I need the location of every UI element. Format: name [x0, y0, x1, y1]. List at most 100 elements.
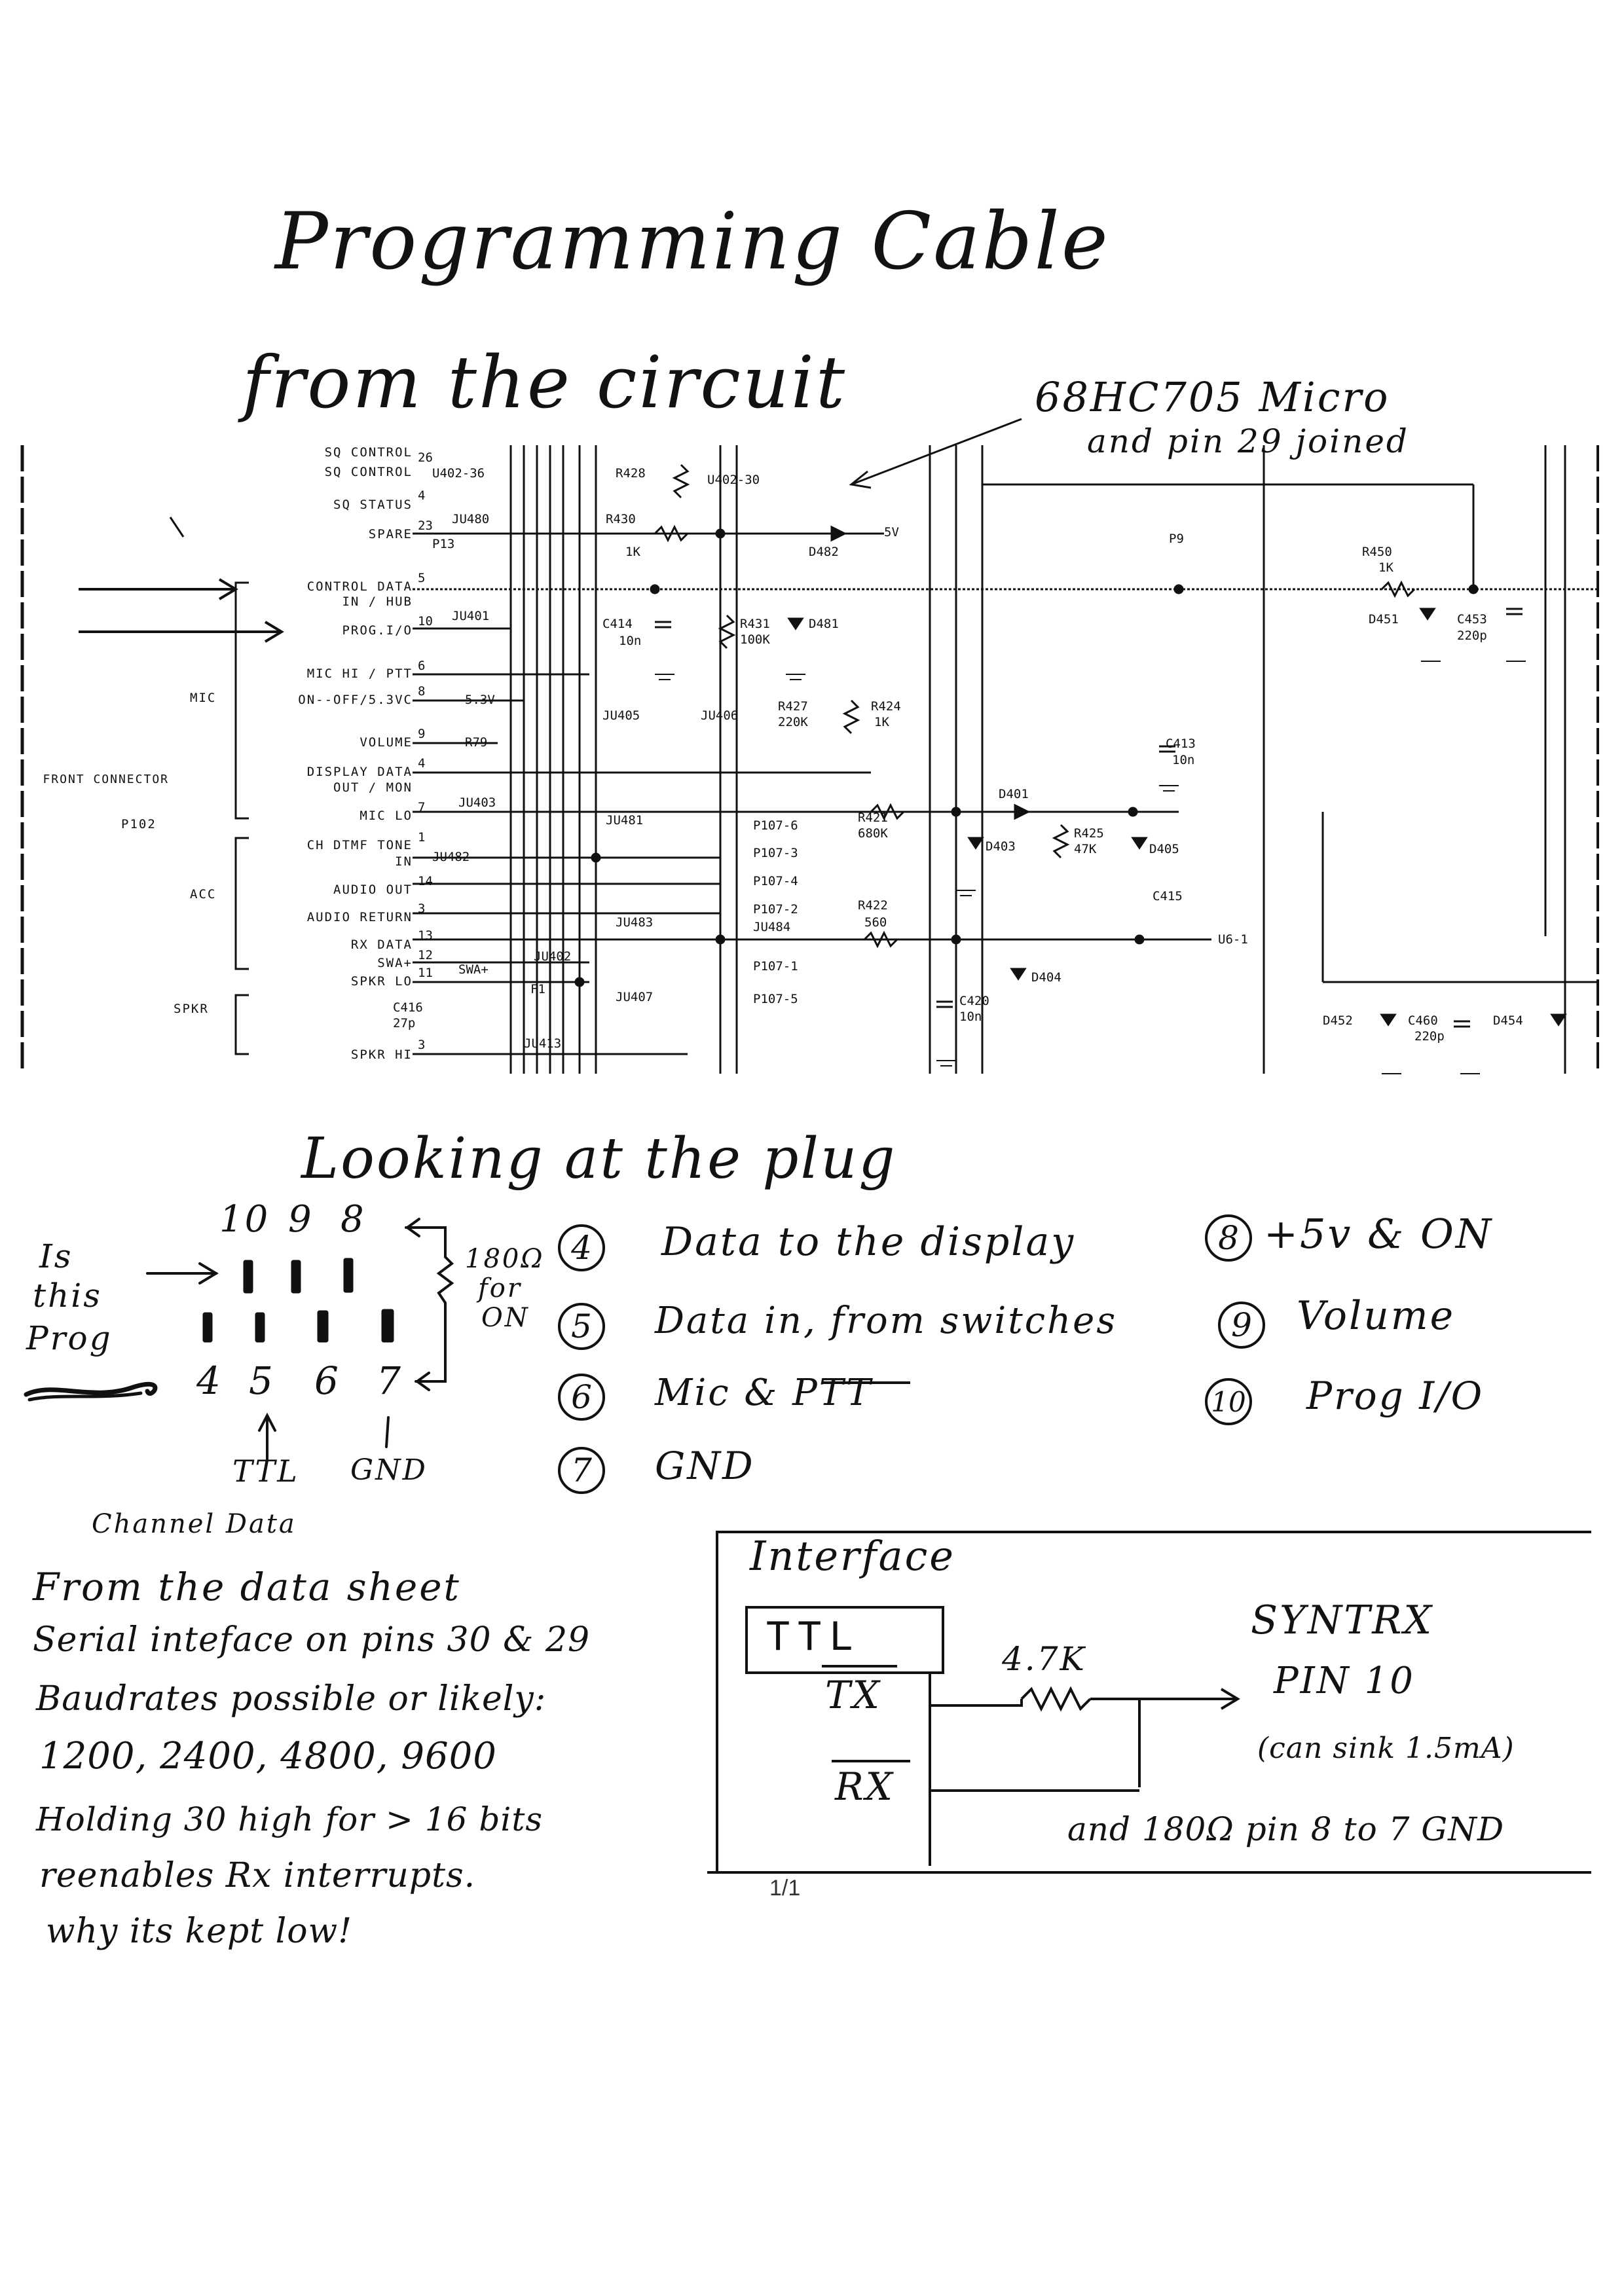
- part-label: D452: [1323, 1013, 1353, 1028]
- interface-tx: TX: [825, 1673, 881, 1717]
- p102-label: P102: [121, 817, 157, 831]
- part-label: 1K: [874, 715, 889, 729]
- part-label: D481: [809, 617, 839, 631]
- part-label: P107-5: [753, 992, 798, 1006]
- part-label: 220p: [1414, 1029, 1445, 1044]
- part-label: R427: [778, 699, 808, 714]
- is-this-prog-line: Is: [39, 1237, 73, 1275]
- legend-number-circle: 4: [558, 1224, 605, 1271]
- is-this-prog-line: this: [33, 1277, 102, 1315]
- gnd-label: GND: [350, 1453, 428, 1487]
- part-label: D405: [1149, 842, 1179, 856]
- part-label: JU402: [534, 949, 572, 964]
- part-label: JU484: [753, 920, 791, 934]
- pin-row: PROG.I/O: [342, 623, 413, 638]
- plug-pin-bottom: 7: [377, 1358, 403, 1403]
- pin-number: 12: [418, 948, 433, 962]
- part-label: R421: [858, 811, 888, 825]
- part-label: JU483: [616, 915, 654, 930]
- part-label: JU401: [452, 609, 490, 623]
- interface-footer: and 180Ω pin 8 to 7 GND: [1067, 1810, 1505, 1848]
- part-label: 10n: [1172, 753, 1195, 767]
- part-label: D454: [1493, 1013, 1523, 1028]
- pin-number: 6: [418, 659, 426, 673]
- ttl-label: TTL: [232, 1453, 299, 1489]
- datasheet-note: reenables Rx interrupts.: [39, 1856, 476, 1895]
- datasheet-note: Baudrates possible or likely:: [36, 1679, 547, 1719]
- part-label: C453: [1457, 612, 1487, 627]
- plug-pin-top: 8: [341, 1198, 366, 1241]
- part-label: P107-4: [753, 874, 798, 888]
- pin-number: 8: [418, 684, 426, 699]
- part-label: R450: [1362, 545, 1392, 559]
- pin-row: AUDIO OUT: [333, 883, 413, 897]
- interface-ttl: TTL: [766, 1614, 861, 1660]
- part-label: P107-1: [753, 959, 798, 974]
- part-label: R425: [1074, 826, 1104, 841]
- datasheet-note: why its kept low!: [46, 1912, 352, 1951]
- pin-row: MIC LO: [360, 809, 413, 823]
- pin-number: 10: [418, 614, 433, 629]
- part-label: 10n: [959, 1010, 982, 1024]
- part-label: SWA+: [458, 962, 489, 977]
- part-label: P13: [432, 537, 455, 551]
- part-label: U402-30: [707, 473, 760, 487]
- part-label: JU482: [432, 850, 470, 864]
- part-label: D451: [1369, 612, 1399, 627]
- legend-number-circle: 6: [558, 1374, 605, 1421]
- plug-pin-top: 9: [288, 1198, 314, 1241]
- legend-text: Data in, from switches: [655, 1300, 1118, 1342]
- legend-number-circle: 9: [1218, 1302, 1265, 1349]
- part-label: C413: [1166, 737, 1196, 751]
- pin-row: VOLUME: [360, 735, 413, 750]
- pin-row: CONTROL DATA: [306, 579, 413, 594]
- micro-note-line1: 68HC705 Micro: [1035, 373, 1390, 421]
- pin-number: 1: [418, 830, 426, 845]
- pin-number: 26: [418, 450, 433, 465]
- pin-number: 9: [418, 727, 426, 741]
- part-label: C415: [1153, 889, 1183, 903]
- legend-number-circle: 7: [558, 1447, 605, 1494]
- pin-row: SPARE: [368, 527, 413, 541]
- pin-number: 23: [418, 519, 433, 533]
- part-label: 5.3V: [465, 693, 495, 707]
- pin-row: DISPLAY DATA: [306, 765, 413, 779]
- pin-row: SPKR LO: [350, 974, 413, 989]
- legend-number-circle: 10: [1205, 1378, 1252, 1425]
- part-label: P107-6: [753, 818, 798, 833]
- pin-number: 4: [418, 756, 426, 771]
- legend-text: Data to the display: [661, 1219, 1076, 1265]
- datasheet-note: Serial inteface on pins 30 & 29: [33, 1620, 591, 1660]
- plug-pin-bottom: 4: [196, 1358, 223, 1403]
- interface-target: PIN 10: [1274, 1660, 1415, 1702]
- pin-number: 4: [418, 488, 426, 503]
- part-label: JU481: [606, 813, 644, 828]
- channel-data-label: Channel Data: [92, 1509, 297, 1539]
- part-label: JU405: [602, 708, 640, 723]
- legend-text: GND: [655, 1444, 755, 1488]
- acc-group-label: ACC: [190, 887, 217, 902]
- part-label: 1K: [1378, 560, 1393, 575]
- part-label: JU407: [616, 990, 654, 1004]
- page-number: 1/1: [769, 1876, 801, 1901]
- datasheet-note: From the data sheet: [33, 1565, 461, 1609]
- legend-text: Volume: [1297, 1293, 1456, 1339]
- part-label: 47K: [1074, 842, 1097, 856]
- interface-resistor: 4.7K: [1002, 1640, 1086, 1678]
- legend-number-circle: 5: [558, 1303, 605, 1350]
- legend-number-circle: 8: [1205, 1214, 1252, 1262]
- part-label: 10n: [619, 634, 642, 648]
- part-label: R424: [871, 699, 901, 714]
- page-title: Programming Cable: [275, 196, 1110, 287]
- micro-note-line2: and pin 29 joined: [1087, 422, 1409, 460]
- pin-number: 5: [418, 571, 426, 585]
- pin-row: RX DATA: [350, 938, 413, 952]
- part-label: U6-1: [1218, 932, 1248, 947]
- spkr-group-label: SPKR: [174, 1002, 209, 1016]
- part-label: 1K: [625, 545, 640, 559]
- pin-row: IN: [395, 854, 413, 869]
- pin-number: 13: [418, 928, 433, 943]
